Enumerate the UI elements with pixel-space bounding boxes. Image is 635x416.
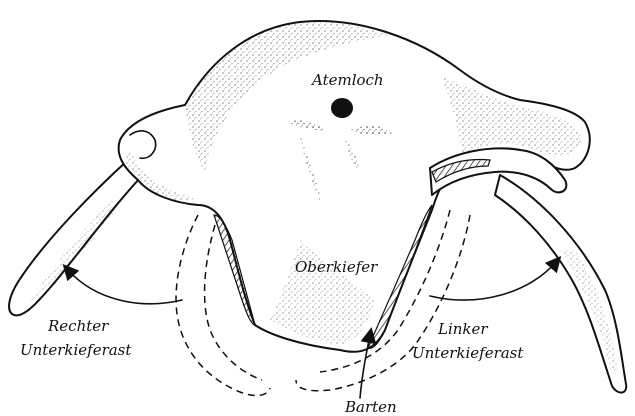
label-rechter-line1: Rechter [47,317,109,335]
label-atemloch: Atemloch [310,71,384,89]
blowhole [331,98,353,118]
left-rotation-arrow [430,262,556,300]
label-rechter-line2: Unterkieferast [20,341,132,359]
label-linker-line1: Linker [437,320,488,338]
label-oberkiefer: Oberkiefer [295,258,378,276]
label-barten: Barten [344,398,397,416]
right-mandible-branch [9,160,140,315]
label-linker-line2: Unterkieferast [412,344,524,362]
right-rotation-arrow [68,270,182,304]
